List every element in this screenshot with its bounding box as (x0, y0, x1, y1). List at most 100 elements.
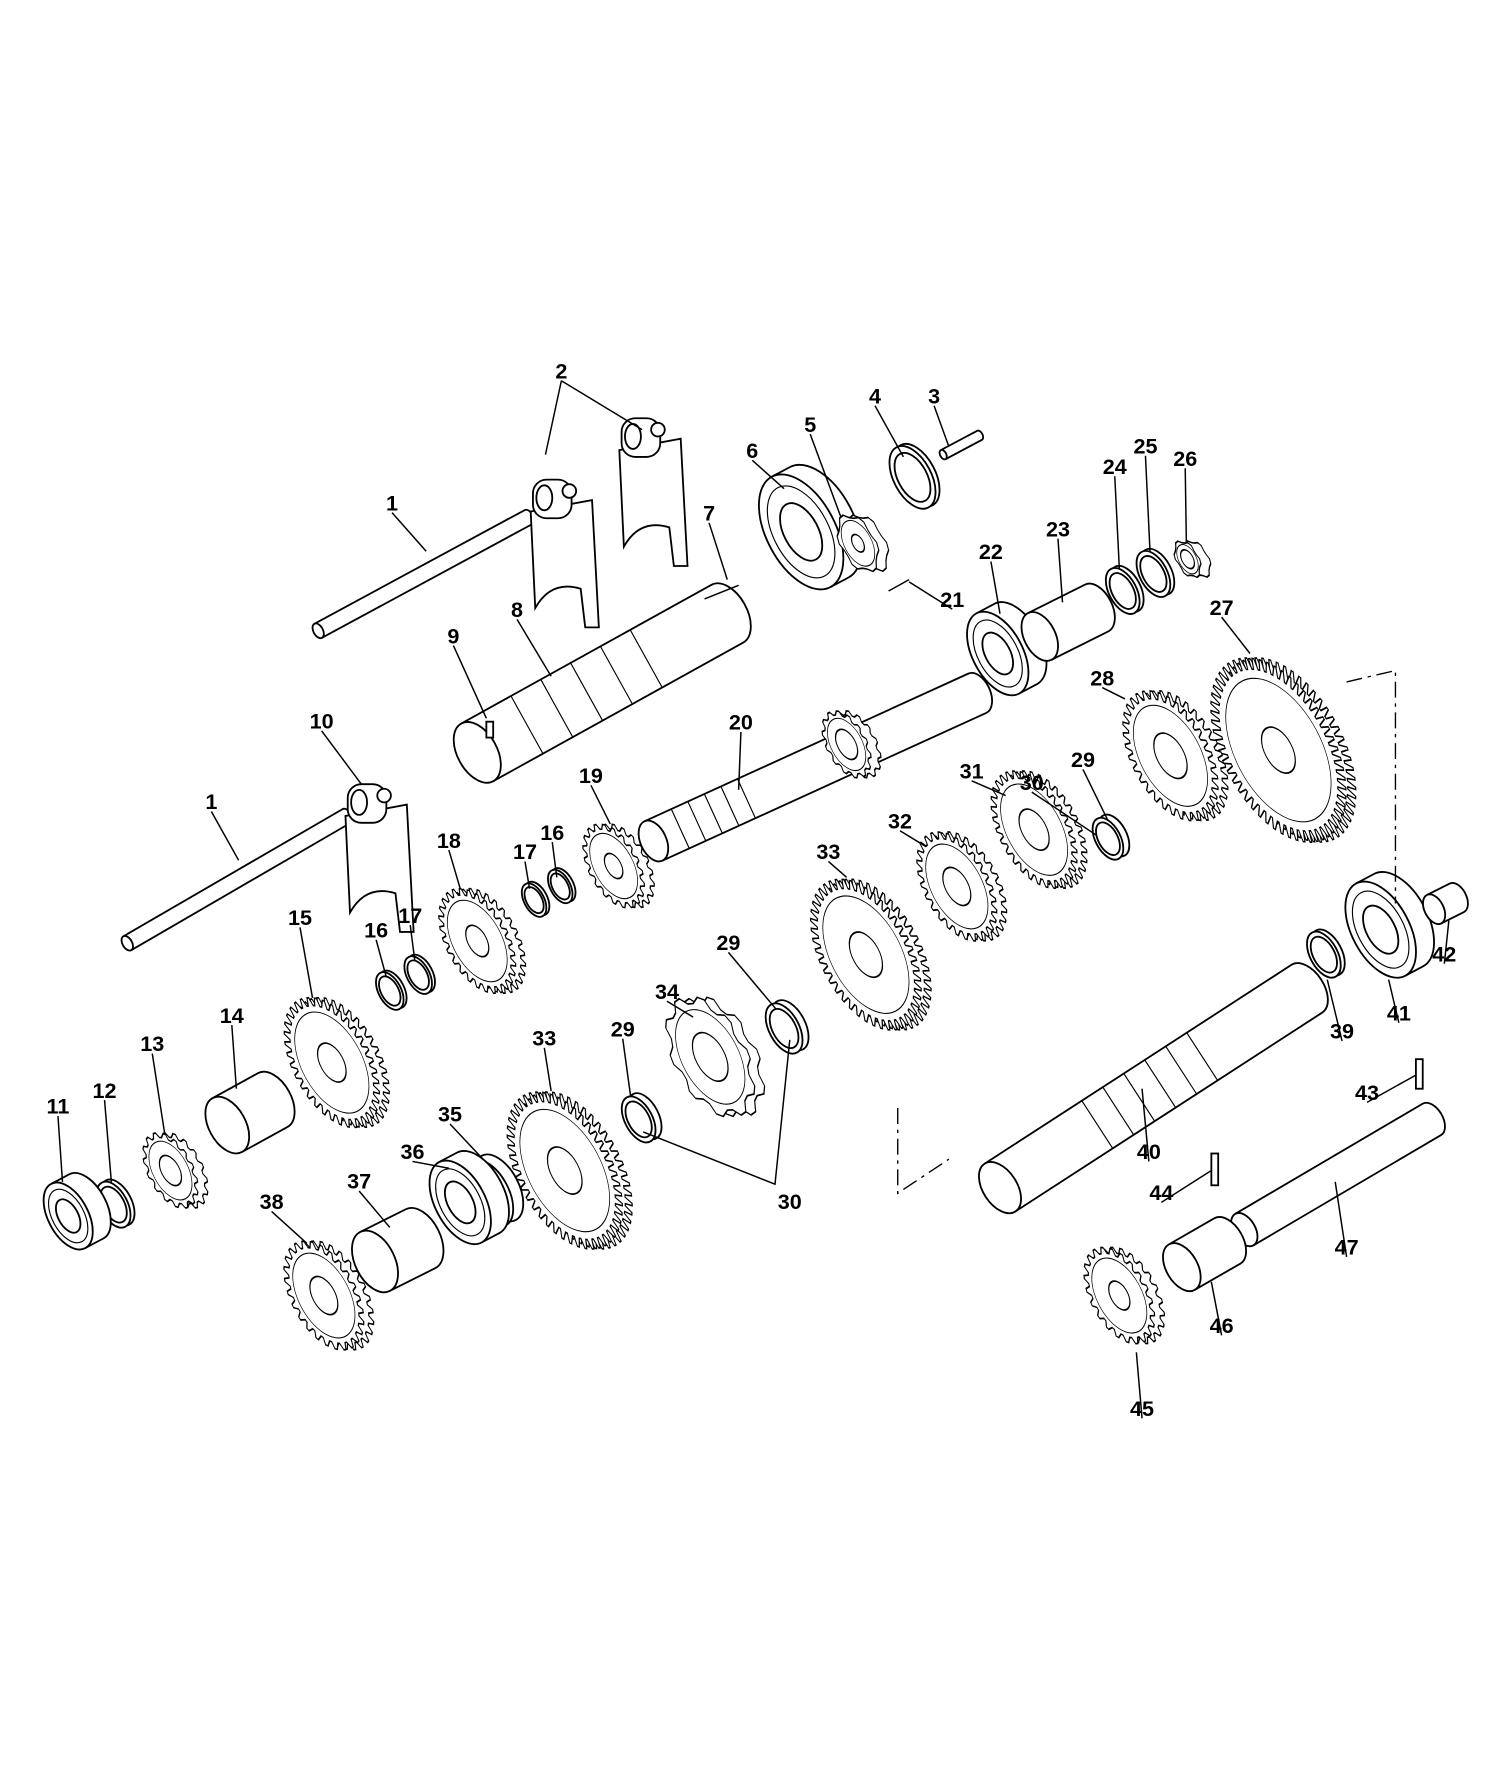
ring-inner (406, 959, 430, 991)
shaft-body (940, 429, 985, 460)
drum-groove (510, 695, 544, 754)
callout-label: 44 (1149, 1180, 1173, 1205)
star-cam-5 (836, 514, 890, 573)
shaft-end (311, 622, 325, 640)
ring-29-30-mid (764, 999, 810, 1055)
leader-line (1334, 1181, 1348, 1258)
leader-line (210, 811, 240, 861)
callout-label: 37 (347, 1169, 371, 1194)
callout-label: 34 (655, 979, 679, 1004)
leader-line (590, 784, 611, 825)
idler-shaft-47 (1230, 1101, 1446, 1248)
fork-bore (535, 484, 554, 512)
gear-web (675, 1009, 746, 1105)
callout-label: 12 (93, 1078, 117, 1103)
callout-label: 7 (703, 501, 715, 526)
gear-bore (850, 533, 866, 553)
callout-label: 9 (447, 623, 459, 648)
leader-line (933, 405, 950, 447)
bearing-race (766, 485, 836, 579)
ring-inner (1095, 821, 1121, 856)
ring-inner (893, 451, 932, 503)
callout-label: 42 (1432, 941, 1456, 966)
leader-line (737, 731, 742, 790)
callout-label: 20 (729, 710, 753, 735)
leader-line (1101, 686, 1126, 700)
gear-28 (1122, 690, 1229, 822)
leader-line (1366, 1074, 1417, 1104)
gear-33-upper (810, 878, 932, 1031)
leader-line (666, 1000, 694, 1018)
gear-bore (309, 1275, 339, 1316)
hub-34 (665, 996, 766, 1118)
ring-inner (1108, 572, 1137, 610)
washer-4 (888, 442, 941, 510)
shaft-end (120, 935, 134, 952)
shaft-end (1422, 893, 1447, 925)
callout-label: 6 (746, 438, 758, 463)
spline-line (703, 793, 723, 834)
fork-pin (650, 421, 666, 438)
gear-web (519, 1108, 611, 1233)
leader-line (751, 459, 785, 490)
leader-line (1144, 455, 1151, 552)
leader-line (827, 860, 848, 878)
leader-line (57, 1115, 64, 1182)
ring-16-lower (375, 969, 408, 1011)
callout-label: 46 (1210, 1313, 1234, 1338)
shaft-body (460, 582, 752, 782)
gear-bore (546, 1146, 583, 1195)
gear-31 (990, 770, 1088, 890)
sleeve-37 (351, 1207, 445, 1294)
leader-line (103, 1100, 113, 1182)
leader-line (1210, 1281, 1223, 1336)
leader-line (1082, 769, 1109, 821)
bearing-bore (443, 1180, 477, 1225)
bearing-race (435, 1168, 486, 1237)
callout-label: 22 (979, 539, 1003, 564)
leader-line (621, 1038, 632, 1097)
bolt-3 (938, 429, 985, 461)
sleeve-46 (1162, 1216, 1248, 1293)
ring-29-30-upper (1091, 813, 1131, 861)
gear-bore (1153, 732, 1188, 780)
callout-label: 29 (611, 1016, 635, 1041)
gear-bore (465, 924, 490, 958)
spline-line (687, 801, 707, 842)
gear-web (1132, 704, 1208, 807)
pin-9 (485, 720, 495, 739)
fork-bore (350, 788, 368, 816)
leader-line (320, 730, 362, 785)
gear-web (1176, 543, 1199, 575)
dashed-group-frame (897, 669, 1397, 1195)
leader-line (1057, 538, 1064, 603)
leader-line (1221, 616, 1251, 654)
ring-39 (1306, 928, 1346, 979)
leader-line (1326, 979, 1343, 1042)
leader-line (1114, 476, 1121, 569)
leader-line (151, 1053, 166, 1135)
fork-blade (618, 437, 689, 567)
leader-line (1031, 791, 1098, 836)
leader-line (516, 619, 552, 677)
shift-fork-upper-1 (529, 478, 600, 629)
spline-line (1144, 1059, 1177, 1108)
shift-rail-upper (311, 508, 535, 640)
leader-line (448, 849, 461, 889)
callout-label: 1 (386, 490, 398, 515)
callout-label: 29 (716, 930, 740, 955)
callout-label: 19 (579, 763, 603, 788)
callout-label: 16 (540, 820, 564, 845)
leader-line (971, 780, 1006, 797)
ring-29-30-lower (620, 1092, 663, 1144)
sleeve-14 (204, 1070, 296, 1155)
leader-line (1387, 979, 1400, 1023)
gear-38 (283, 1240, 375, 1351)
gear-bore (1179, 548, 1196, 570)
gear-bore (158, 1154, 183, 1187)
pin-21 (888, 578, 910, 592)
callout-label: 2 (555, 359, 567, 384)
leader-line (409, 924, 416, 961)
spline-line (1081, 1100, 1114, 1149)
callout-label: 30 (778, 1189, 802, 1214)
